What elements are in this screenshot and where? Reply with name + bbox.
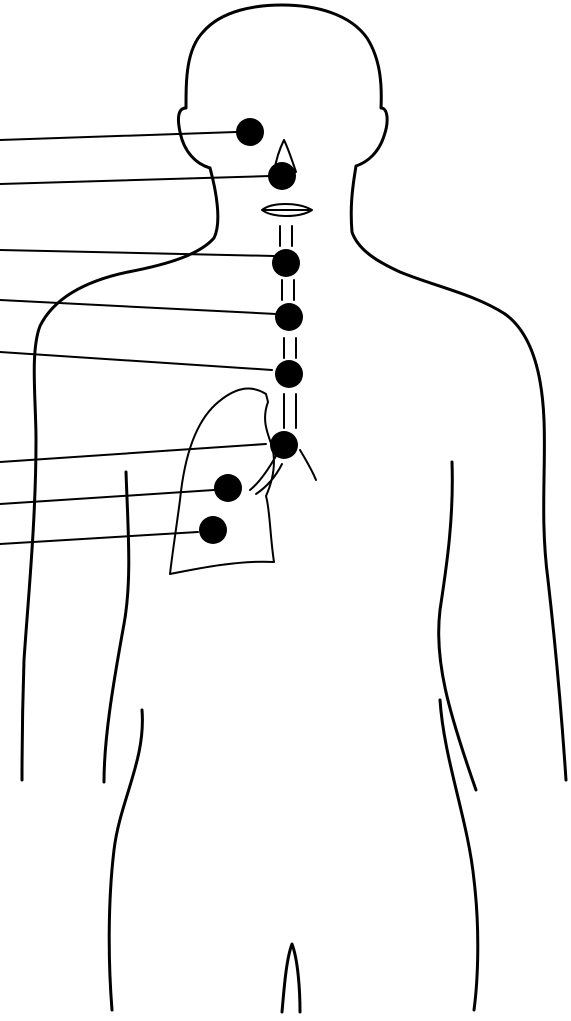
marker-trachea xyxy=(275,360,303,388)
marker-pharynx xyxy=(272,249,300,277)
leader-line-pharynx xyxy=(0,250,274,256)
leader-line-lung-alveoli xyxy=(0,532,198,544)
leader-line-ear xyxy=(0,132,236,140)
marker-ear xyxy=(236,118,264,146)
left-hip-outline xyxy=(109,710,142,1010)
leader-line-bronchus xyxy=(0,444,266,462)
left-neck-shoulder-outline xyxy=(22,168,218,780)
marker-bronchiole xyxy=(214,474,242,502)
leader-line-bronchiole xyxy=(0,490,214,504)
marker-larynx xyxy=(275,303,303,331)
marker-lung-alveoli xyxy=(199,516,227,544)
marker-nasal-cavity xyxy=(268,162,296,190)
marker-bronchus xyxy=(270,431,298,459)
right-hip-outline xyxy=(440,700,478,1010)
right-bronchus-outline xyxy=(300,450,316,480)
leader-line-larynx xyxy=(0,300,276,314)
leader-line-nasal-cavity xyxy=(0,176,270,184)
right-shoulder-arm-outline xyxy=(505,314,566,780)
left-torso-outline xyxy=(104,472,129,782)
leader-line-trachea xyxy=(0,352,272,370)
head-outline xyxy=(178,5,505,314)
groin-outline xyxy=(282,944,300,1012)
